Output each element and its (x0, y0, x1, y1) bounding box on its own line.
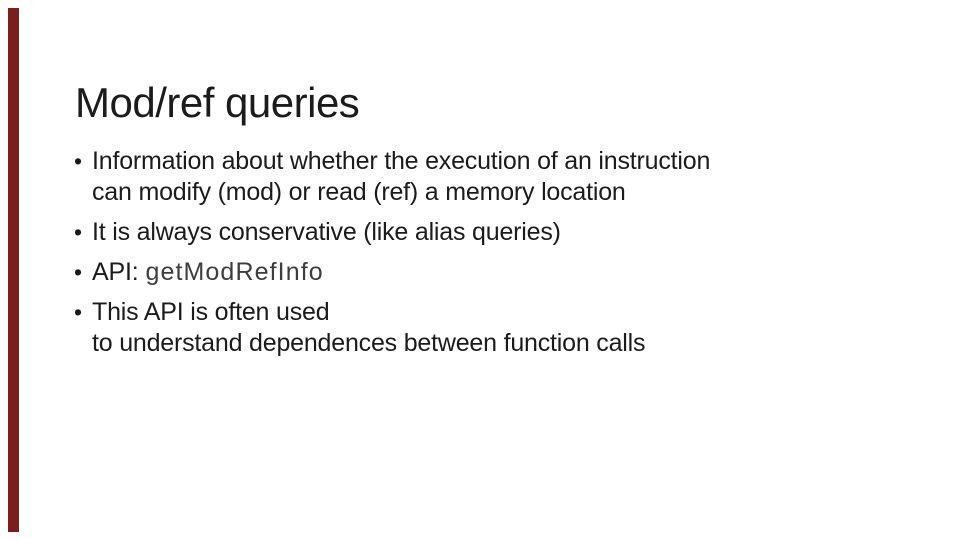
bullet-line: can modify (mod) or read (ref) a memory … (92, 178, 626, 206)
slide-title: Mod/ref queries (75, 79, 360, 127)
left-accent-bar (8, 8, 19, 532)
api-label: API: (92, 258, 139, 286)
bullet-icon: • (74, 219, 82, 245)
bullet-item-usage: • This API is often used to understand d… (72, 297, 852, 359)
bullet-line: Information about whether the execution … (92, 147, 711, 175)
bullet-text: This API is often used to understand dep… (92, 297, 852, 359)
bullet-line: This API is often used (92, 298, 330, 326)
bullet-icon: • (74, 259, 82, 285)
bullet-item-conservative: • It is always conservative (like alias … (72, 217, 852, 248)
bullet-line: It is always conservative (like alias qu… (92, 218, 561, 246)
api-function-name: getModRefInfo (145, 258, 324, 286)
bullet-icon: • (74, 299, 82, 325)
bullet-text: API:getModRefInfo (92, 257, 852, 288)
bullet-text: It is always conservative (like alias qu… (92, 217, 852, 248)
bullet-text: Information about whether the execution … (92, 146, 852, 208)
bullet-icon: • (74, 148, 82, 174)
bullet-item-api: • API:getModRefInfo (72, 257, 852, 288)
bullet-line: to understand dependences between functi… (92, 329, 646, 357)
bullet-list: • Information about whether the executio… (72, 146, 852, 368)
bullet-item-modref-info: • Information about whether the executio… (72, 146, 852, 208)
